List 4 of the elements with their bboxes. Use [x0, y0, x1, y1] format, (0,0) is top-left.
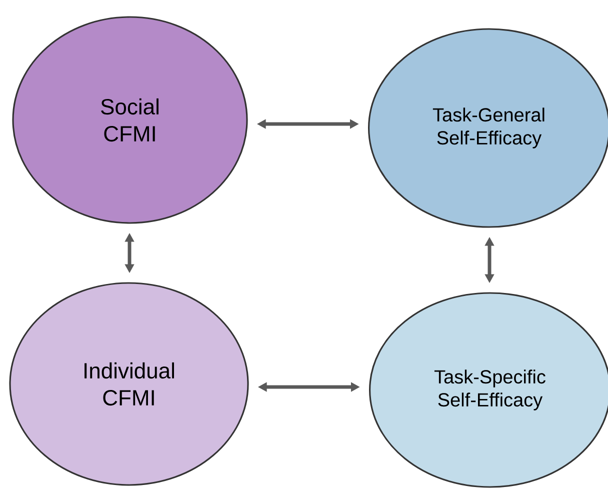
- ellipse-node: Individual CFMI: [9, 282, 249, 486]
- ellipse-node: Task-Specific Self-Efficacy: [369, 292, 608, 488]
- ellipse-node: Task-General Self-Efficacy: [368, 28, 608, 228]
- ellipse-node: Social CFMI: [12, 16, 248, 224]
